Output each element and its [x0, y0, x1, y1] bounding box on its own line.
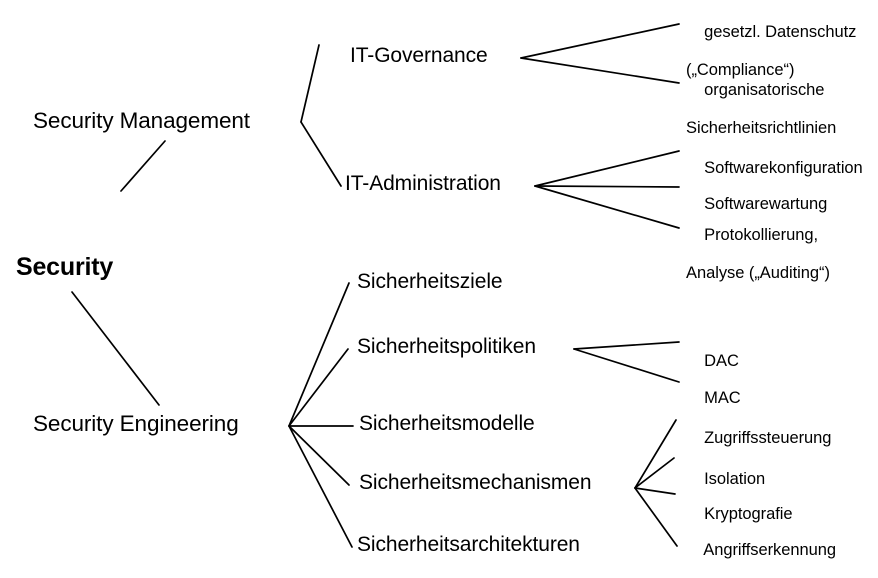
node-label-line1: Isolation	[704, 470, 766, 489]
node-label-line2: („Compliance“)	[686, 61, 795, 80]
node-security: Security	[16, 253, 114, 281]
it-administration-to-softwarekonfiguration	[534, 150, 680, 187]
node-angriffserkennung: Angriffserkennung (Intrusion Detection)	[686, 522, 836, 578]
node-label-line1: organisatorische	[704, 81, 825, 100]
node-zugriffssteuerung: Zugriffssteuerung	[686, 410, 831, 467]
node-softwarewartung: Softwarewartung	[686, 176, 827, 233]
security-engineering-to-sicherheitspolitiken	[288, 348, 349, 427]
node-sicherheitsziele: Sicherheitsziele	[357, 270, 503, 293]
node-label-line2: Analyse („Auditing“)	[686, 264, 830, 283]
security-engineering-to-sicherheitsziele	[288, 282, 350, 427]
node-label-line1: Protokollierung,	[704, 226, 818, 245]
sicherheitsmechanismen-to-isolation	[634, 457, 675, 489]
node-gesetzl-datenschutz: gesetzl. Datenschutz („Compliance“)	[686, 4, 856, 119]
sicherheitsmechanismen-to-kryptografie	[634, 487, 676, 495]
it-governance-to-organisatorische-richtlinien	[520, 57, 680, 84]
security-engineering-to-sicherheitsmechanismen	[288, 425, 350, 486]
it-administration-to-protokollierung	[534, 185, 680, 229]
it-administration-to-softwarewartung	[534, 185, 680, 188]
node-sicherheitsmodelle: Sicherheitsmodelle	[359, 412, 535, 435]
node-security-management: Security Management	[33, 108, 250, 133]
node-label-line1: Angriffserkennung	[703, 541, 837, 560]
node-label-line1: Zugriffssteuerung	[704, 429, 832, 448]
node-isolation: Isolation	[686, 451, 765, 508]
security-management-hub-to-it-governance	[300, 44, 320, 123]
node-softwarekonfiguration: Softwarekonfiguration	[686, 140, 863, 197]
node-label-line1: MAC	[704, 389, 741, 408]
sicherheitspolitiken-to-mac	[573, 348, 680, 383]
node-label-line1: DAC	[704, 352, 739, 371]
node-label-line1: Kryptografie	[704, 505, 793, 524]
node-sicherheitspolitiken: Sicherheitspolitiken	[357, 335, 536, 358]
node-kryptografie: Kryptografie	[686, 486, 793, 543]
node-label-line1: gesetzl. Datenschutz	[704, 23, 857, 42]
sicherheitsmechanismen-to-zugriffssteuerung	[634, 419, 677, 489]
sicherheitspolitiken-to-dac	[573, 341, 680, 350]
node-dac: DAC	[686, 333, 739, 390]
node-label-line2: Sicherheitsrichtlinien	[686, 119, 837, 138]
node-security-engineering: Security Engineering	[33, 411, 239, 436]
node-mac: MAC	[686, 370, 741, 427]
security-management-hub-to-it-administration	[300, 121, 342, 187]
node-sicherheitsmechanismen: Sicherheitsmechanismen	[359, 471, 592, 494]
sicherheitsmechanismen-to-angriffserkennung	[634, 487, 678, 547]
it-governance-to-gesetzl-datenschutz	[520, 23, 680, 59]
node-it-administration: IT-Administration	[345, 172, 501, 195]
node-organisatorische-sicherheitsrichtlinien: organisatorische Sicherheitsrichtlinien	[686, 62, 836, 177]
security-engineering-to-sicherheitsarchitekturen	[288, 425, 353, 548]
node-label-line1: Softwarekonfiguration	[704, 159, 863, 178]
security-to-security-engineering	[71, 291, 160, 406]
security-to-security-management	[120, 140, 166, 192]
node-sicherheitsarchitekturen: Sicherheitsarchitekturen	[357, 533, 580, 556]
node-protokollierung-analyse: Protokollierung, Analyse („Auditing“)	[686, 207, 830, 322]
node-label-line1: Softwarewartung	[704, 195, 828, 214]
node-it-governance: IT-Governance	[350, 44, 488, 67]
